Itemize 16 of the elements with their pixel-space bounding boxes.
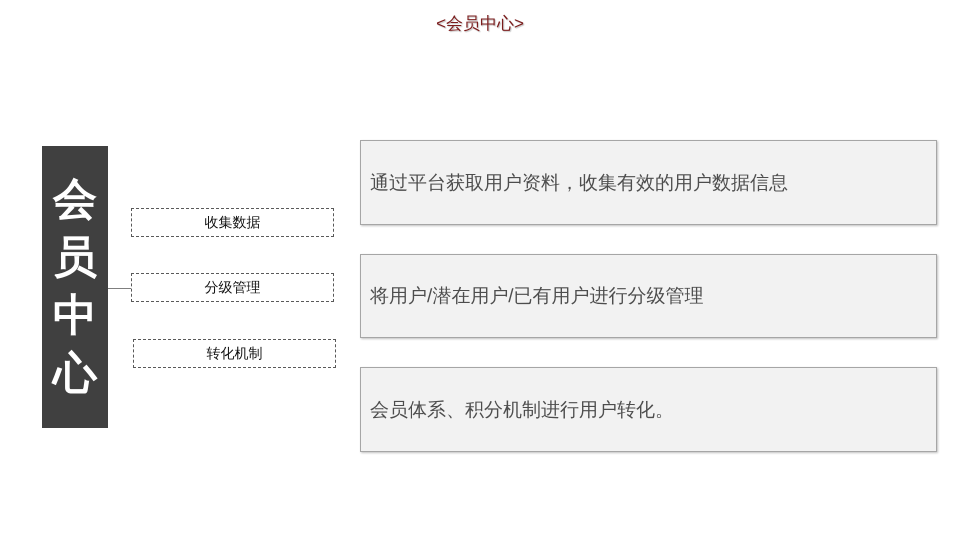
description-text: 将用户/潜在用户/已有用户进行分级管理 [370,285,704,309]
description-text: 通过平台获取用户资料，收集有效的用户数据信息 [370,172,788,196]
section-banner [42,146,108,428]
description-panel [360,367,937,452]
description-panel [360,140,937,225]
category-box [131,273,334,302]
category-label: 收集数据 [204,214,260,232]
category-box [133,339,336,368]
connector-line [108,288,132,289]
category-label: 转化机制 [206,344,262,362]
page-title: <会员中心> [436,14,524,33]
category-box [131,208,334,237]
banner-text: 会员中心 [52,174,98,400]
description-panel [360,254,937,338]
category-label: 分级管理 [204,278,260,296]
description-text: 会员体系、积分机制进行用户转化。 [370,398,674,422]
